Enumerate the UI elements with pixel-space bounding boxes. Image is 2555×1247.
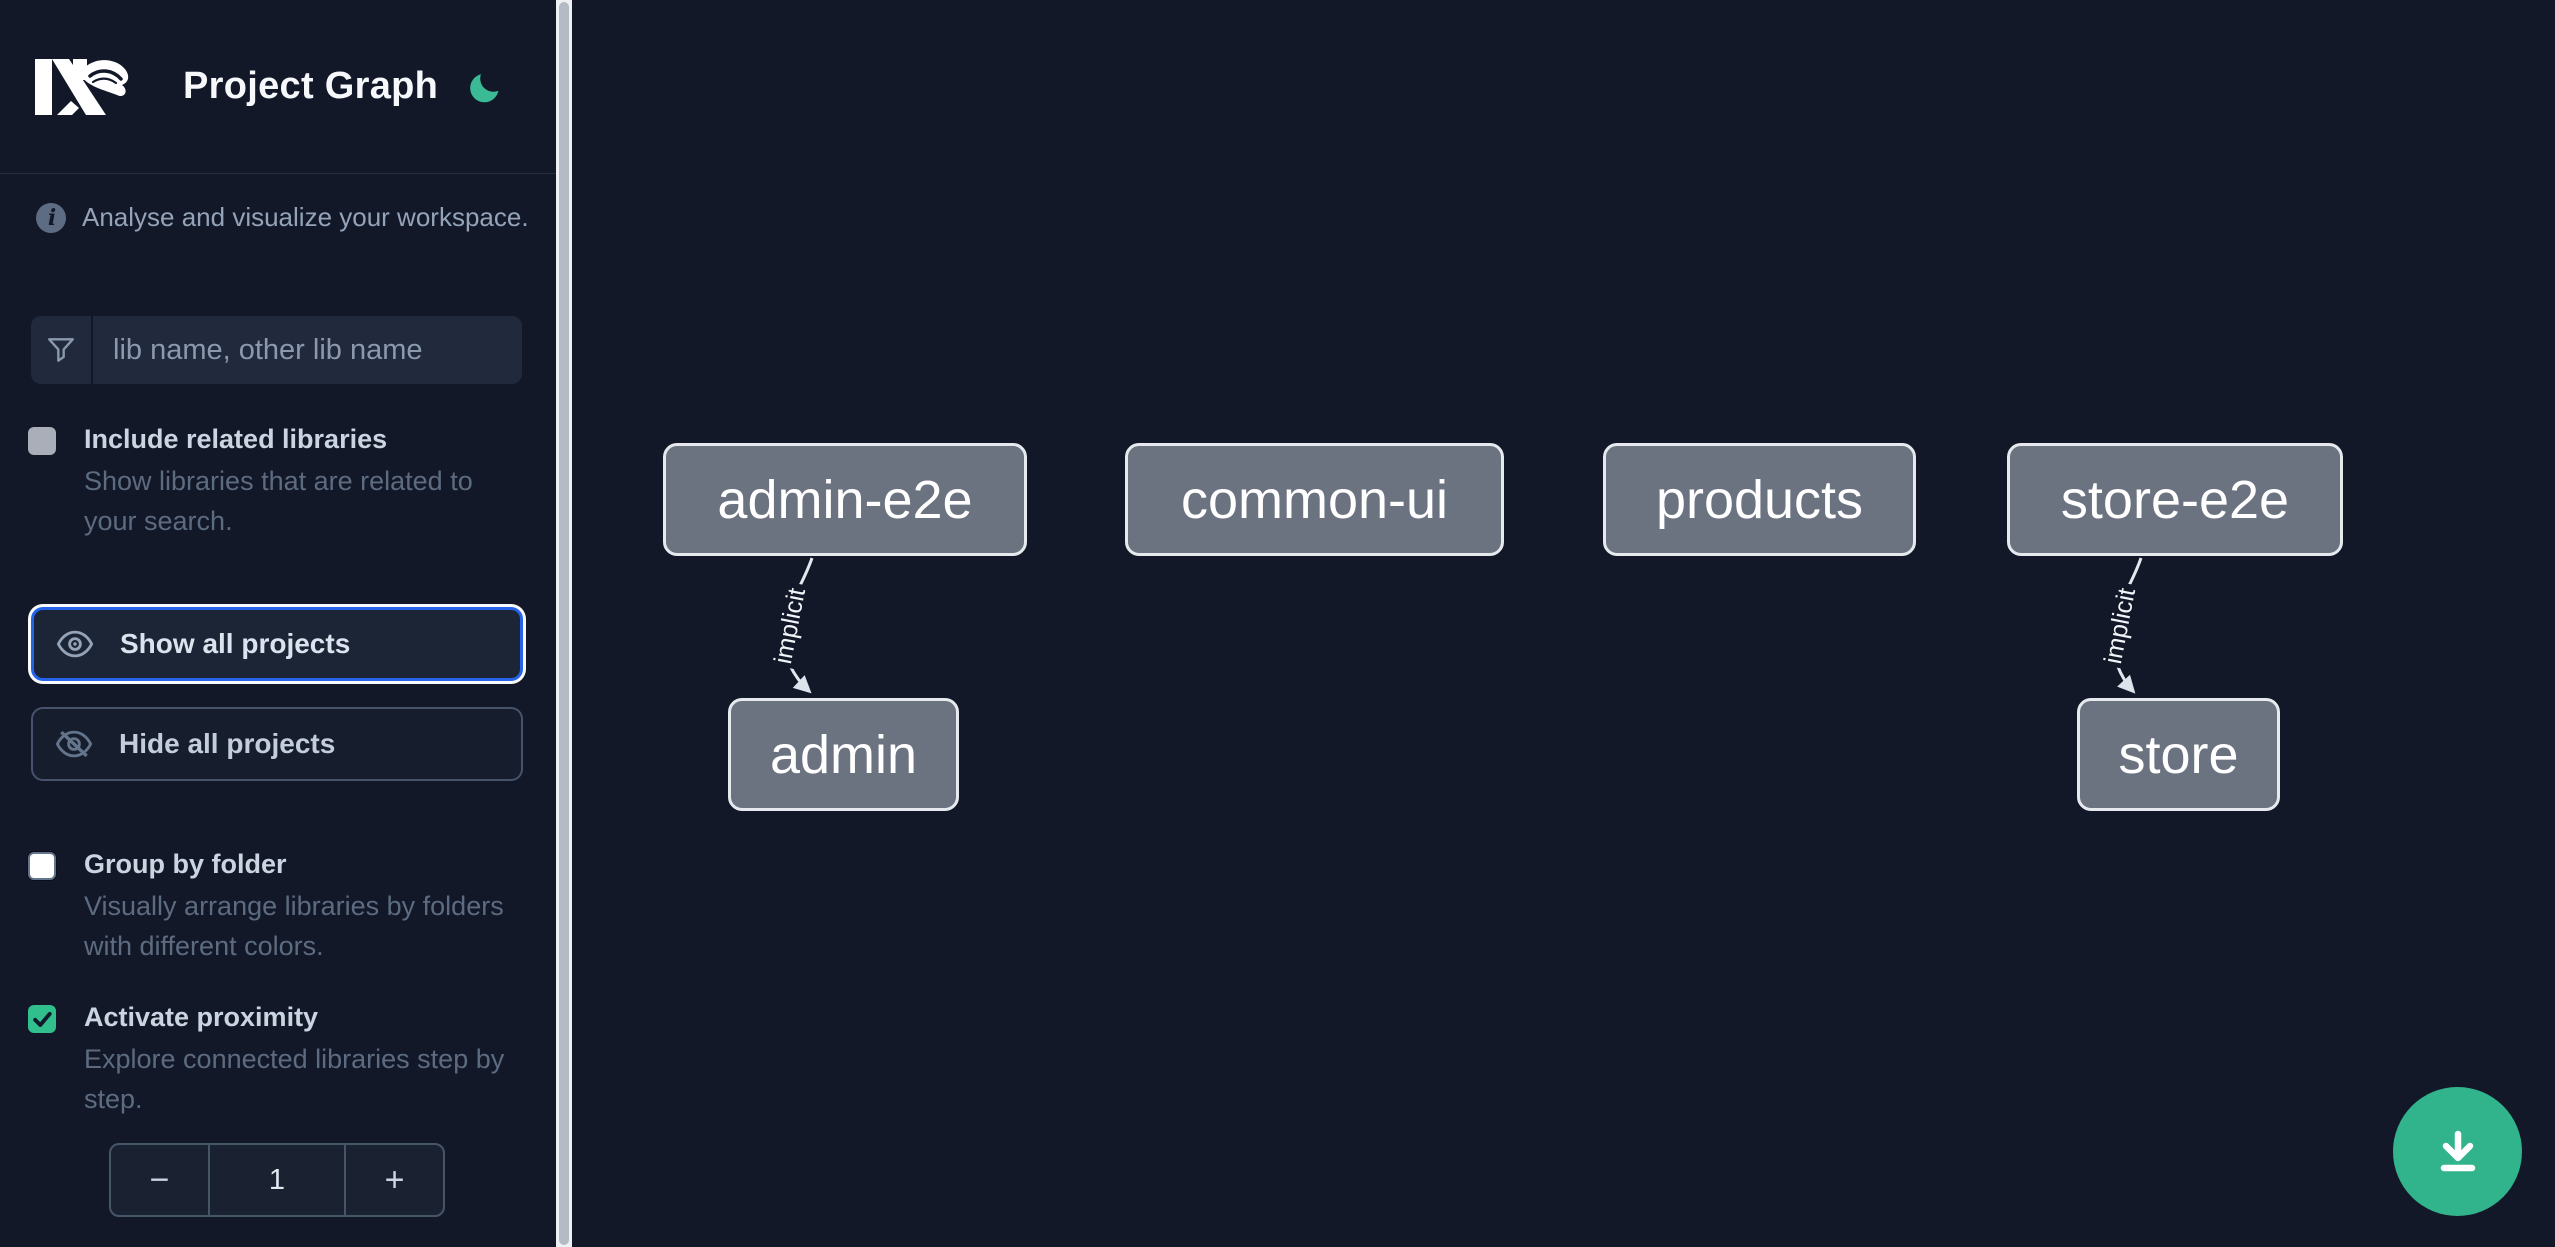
stepper-increment-button[interactable]: +: [346, 1145, 443, 1215]
include-related-toggle: Include related libraries Show libraries…: [28, 424, 528, 541]
include-related-description: Show libraries that are related to your …: [84, 466, 473, 536]
check-icon: [33, 1011, 52, 1027]
include-related-label: Include related libraries: [84, 424, 388, 454]
project-node-products[interactable]: products: [1603, 443, 1916, 556]
moon-icon: [470, 73, 499, 102]
sidebar-scrollbar-thumb[interactable]: [559, 2, 569, 1245]
stepper-value: 1: [208, 1145, 346, 1215]
edge-label-implicit[interactable]: implicit: [2094, 581, 2146, 671]
show-all-projects-label: Show all projects: [120, 628, 351, 659]
activate-proximity-checkbox[interactable]: [28, 1005, 56, 1033]
tagline-text: Analyse and visualize your workspace.: [82, 202, 529, 232]
edge-label-implicit[interactable]: implicit: [764, 581, 816, 671]
sidebar: Project Graph i Analyse and vis: [0, 0, 572, 1247]
eye-off-icon: [55, 730, 93, 758]
activate-proximity-toggle: Activate proximity Explore connected lib…: [28, 1002, 528, 1119]
project-node-store-e2e[interactable]: store-e2e: [2007, 443, 2343, 556]
nx-logo-icon: [35, 58, 129, 115]
proximity-depth-stepper: − 1 +: [109, 1143, 445, 1217]
group-by-folder-label: Group by folder: [84, 849, 287, 879]
search-box: [31, 316, 522, 384]
search-input[interactable]: [93, 316, 522, 384]
project-node-common-ui[interactable]: common-ui: [1125, 443, 1504, 556]
project-node-store[interactable]: store: [2077, 698, 2280, 811]
group-by-folder-checkbox[interactable]: [28, 852, 56, 880]
tagline-row: i Analyse and visualize your workspace.: [36, 202, 532, 233]
download-icon: [2440, 1130, 2475, 1171]
activate-proximity-description: Explore connected libraries step by step…: [84, 1044, 505, 1114]
group-by-folder-description: Visually arrange libraries by folders wi…: [84, 891, 504, 961]
download-graph-button[interactable]: [2393, 1087, 2522, 1216]
hide-all-projects-label: Hide all projects: [119, 728, 336, 759]
edge-admin-e2e-to-admin[interactable]: [781, 557, 814, 694]
funnel-icon: [31, 316, 93, 384]
group-by-folder-toggle: Group by folder Visually arrange librari…: [28, 849, 528, 966]
hide-all-projects-button[interactable]: Hide all projects: [31, 707, 523, 781]
graph-edges-layer: implicit implicit: [764, 557, 2146, 694]
project-node-admin[interactable]: admin: [728, 698, 959, 811]
include-related-checkbox[interactable]: [28, 427, 56, 455]
info-icon: i: [36, 202, 66, 233]
theme-toggle-button[interactable]: [467, 68, 505, 106]
edge-store-e2e-to-store[interactable]: [2110, 557, 2143, 694]
page-title: Project Graph: [183, 65, 439, 107]
project-node-admin-e2e[interactable]: admin-e2e: [663, 443, 1027, 556]
graph-canvas[interactable]: implicit implicit admin-e2e common-ui pr…: [572, 0, 2555, 1247]
sidebar-scrollbar-track: [556, 0, 572, 1247]
show-all-projects-button[interactable]: Show all projects: [31, 607, 523, 681]
sidebar-header: Project Graph: [0, 0, 556, 174]
stepper-decrement-button[interactable]: −: [111, 1145, 208, 1215]
activate-proximity-label: Activate proximity: [84, 1002, 319, 1032]
svg-text:i: i: [48, 205, 56, 231]
eye-icon: [56, 630, 94, 658]
